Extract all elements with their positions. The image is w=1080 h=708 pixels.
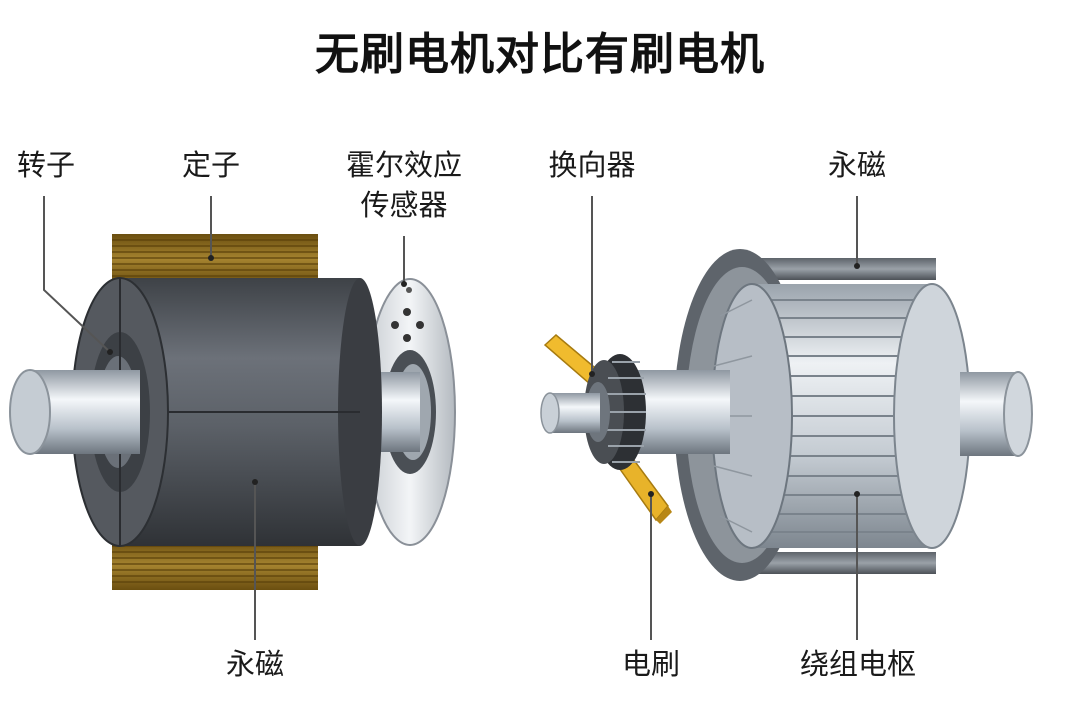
label-brush: 电刷 xyxy=(621,647,680,681)
label-hall-sensor-line2: 传感器 xyxy=(360,188,448,222)
armature-winding xyxy=(711,283,971,549)
brushless-motor xyxy=(9,234,456,590)
label-stator: 定子 xyxy=(181,148,240,182)
page-title: 无刷电机对比有刷电机 xyxy=(315,29,765,80)
label-commutator: 换向器 xyxy=(548,148,636,182)
leader-dots xyxy=(107,255,860,497)
label-permanent-magnet-brushless: 永磁 xyxy=(225,647,284,681)
stator-winding-bottom xyxy=(112,540,318,590)
stator-winding-top xyxy=(112,234,318,284)
brushed-shaft-right xyxy=(960,371,1033,457)
label-permanent-magnet-brushed: 永磁 xyxy=(827,148,886,182)
label-rotor: 转子 xyxy=(16,148,75,182)
leader-lines xyxy=(43,196,858,640)
leader-rotor xyxy=(43,196,111,353)
label-hall-sensor-line1: 霍尔效应 xyxy=(345,148,462,182)
brushless-shaft-left xyxy=(9,369,140,455)
brushed-shaft-left xyxy=(540,392,600,434)
label-armature: 绕组电枢 xyxy=(799,647,916,681)
brushed-motor xyxy=(540,249,1033,581)
